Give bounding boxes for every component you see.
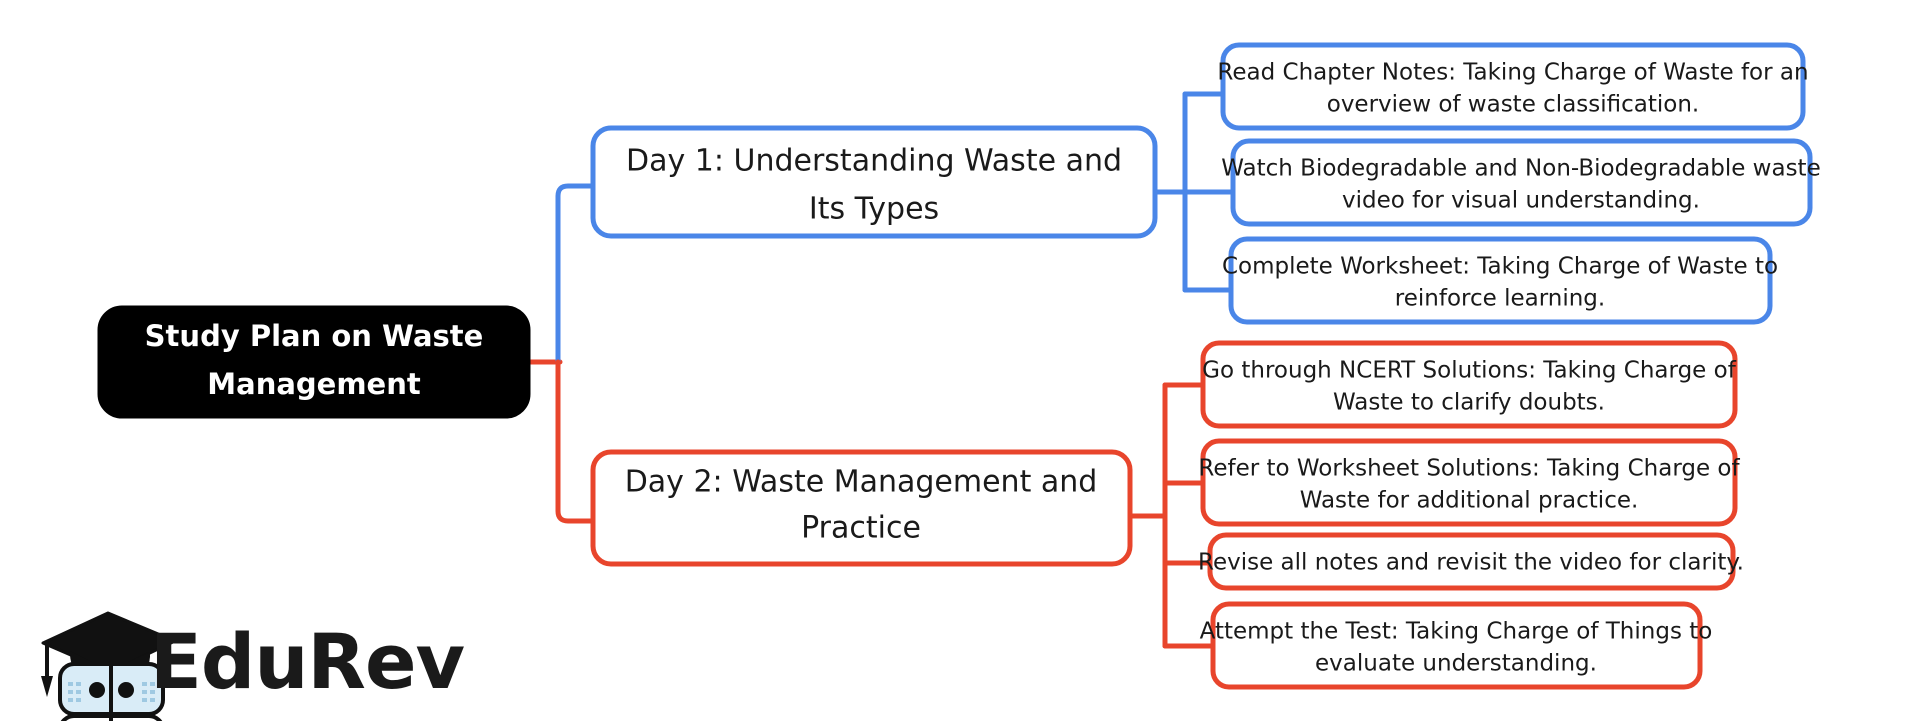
leaf-node-watch-video-line2: video for visual understanding. [1342, 188, 1700, 214]
connector-root-to-day-2 [555, 359, 598, 524]
leaf-node-read-chapter-notes[interactable]: Read Chapter Notes: Taking Charge of Was… [1217, 42, 1809, 131]
leaf-node-worksheet-solutions[interactable]: Refer to Worksheet Solutions: Taking Cha… [1198, 438, 1741, 527]
branch-node-day-1[interactable]: Day 1: Understanding Waste and Its Types [590, 125, 1158, 239]
leaf-node-revise-notes-line1: Revise all notes and revisit the video f… [1198, 550, 1744, 576]
leaf-node-ncert-solutions[interactable]: Go through NCERT Solutions: Taking Charg… [1200, 340, 1738, 429]
connectors-group [524, 91, 1238, 649]
branch-node-day-1-label-line1: Day 1: Understanding Waste and [626, 144, 1122, 179]
leaf-node-complete-worksheet-line1: Complete Worksheet: Taking Charge of Was… [1222, 254, 1778, 280]
edurev-logo: EduRev [41, 611, 465, 721]
root-node-box [97, 305, 531, 419]
leaf-node-complete-worksheet[interactable]: Complete Worksheet: Taking Charge of Was… [1222, 236, 1778, 325]
branch-node-day-2-box [590, 449, 1133, 567]
root-node-label-line1: Study Plan on Waste [145, 319, 484, 353]
book-character-icon [58, 662, 165, 721]
root-node-label-line2: Management [207, 367, 421, 401]
leaf-node-attempt-test-line1: Attempt the Test: Taking Charge of Thing… [1200, 619, 1713, 645]
leaf-node-read-chapter-notes-line1: Read Chapter Notes: Taking Charge of Was… [1217, 60, 1808, 86]
leaf-node-watch-video-line1: Watch Biodegradable and Non-Biodegradabl… [1221, 156, 1820, 182]
leaf-node-attempt-test-box [1210, 601, 1703, 690]
edurev-wordmark: EduRev [150, 617, 464, 706]
branch-node-day-2-label-line1: Day 2: Waste Management and [625, 465, 1098, 500]
leaf-node-attempt-test-line2: evaluate understanding. [1315, 651, 1597, 677]
root-node[interactable]: Study Plan on Waste Management [97, 305, 531, 419]
leaf-node-worksheet-solutions-line2: Waste for additional practice. [1300, 488, 1639, 514]
leaf-node-ncert-solutions-box [1200, 340, 1738, 429]
leaf-node-watch-video[interactable]: Watch Biodegradable and Non-Biodegradabl… [1221, 138, 1821, 227]
branch-node-day-2[interactable]: Day 2: Waste Management and Practice [590, 449, 1133, 567]
leaf-node-read-chapter-notes-line2: overview of waste classification. [1327, 92, 1700, 118]
leaf-node-revise-notes-box [1207, 532, 1736, 591]
branch-node-day-2-label-line2: Practice [801, 511, 921, 546]
leaf-node-watch-video-box [1230, 138, 1813, 227]
leaf-node-worksheet-solutions-box [1200, 438, 1738, 527]
leaf-node-attempt-test[interactable]: Attempt the Test: Taking Charge of Thing… [1200, 601, 1713, 690]
leaf-node-ncert-solutions-line1: Go through NCERT Solutions: Taking Charg… [1202, 358, 1737, 384]
connector-root-to-day-1 [555, 183, 598, 365]
leaf-node-complete-worksheet-line2: reinforce learning. [1395, 286, 1605, 312]
leaf-node-complete-worksheet-box [1228, 236, 1773, 325]
leaf-node-read-chapter-notes-box [1220, 42, 1806, 131]
branch-node-day-1-box [590, 125, 1158, 239]
branch-node-day-1-label-line2: Its Types [809, 192, 939, 227]
leaf-node-ncert-solutions-line2: Waste to clarify doubts. [1333, 390, 1605, 416]
leaf-node-worksheet-solutions-line1: Refer to Worksheet Solutions: Taking Cha… [1198, 456, 1740, 482]
leaf-node-revise-notes[interactable]: Revise all notes and revisit the video f… [1198, 532, 1744, 591]
